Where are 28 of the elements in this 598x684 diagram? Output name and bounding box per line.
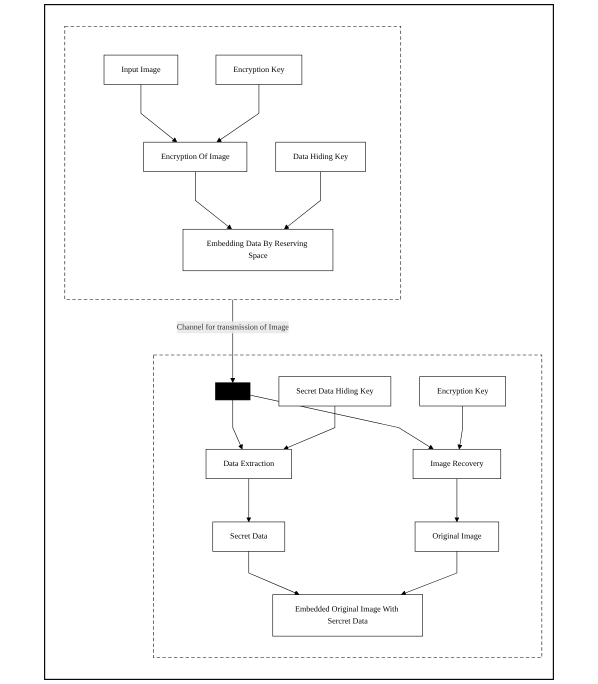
cluster: [64, 26, 402, 300]
arrow: [216, 84, 260, 142]
node-box: Secret Data Hiding Key: [278, 376, 392, 406]
arrow: [195, 171, 232, 230]
node-box: Embedding Data By Reserving Space: [182, 228, 334, 272]
arrow: [248, 551, 300, 596]
cluster: [153, 354, 542, 658]
arrow: [284, 171, 321, 230]
node-box: Original Image: [414, 522, 500, 552]
arrow: [400, 551, 458, 596]
node-box: Data Extraction: [206, 448, 292, 479]
arrow: [140, 84, 178, 142]
cluster: [44, 4, 554, 680]
node-box: Embedded Original Image With Sercret Data: [272, 594, 423, 636]
arrow: [246, 478, 252, 522]
edge-label: Channel for transmission of Image: [176, 322, 289, 332]
node-box: Secret Data: [212, 522, 286, 552]
arrow: [457, 406, 463, 450]
node-box: Encryption Of Image: [143, 142, 248, 172]
arrow: [283, 406, 336, 450]
node-box: Image Recovery: [412, 448, 502, 479]
node-box: Data Hiding Key: [275, 142, 366, 172]
node-box: Input Image: [104, 54, 178, 85]
arrow: [454, 478, 460, 522]
node-bar: [215, 382, 250, 400]
arrow: [232, 400, 243, 450]
node-box: Encryption Key: [419, 376, 506, 406]
node-box: Encryption Key: [216, 54, 302, 85]
